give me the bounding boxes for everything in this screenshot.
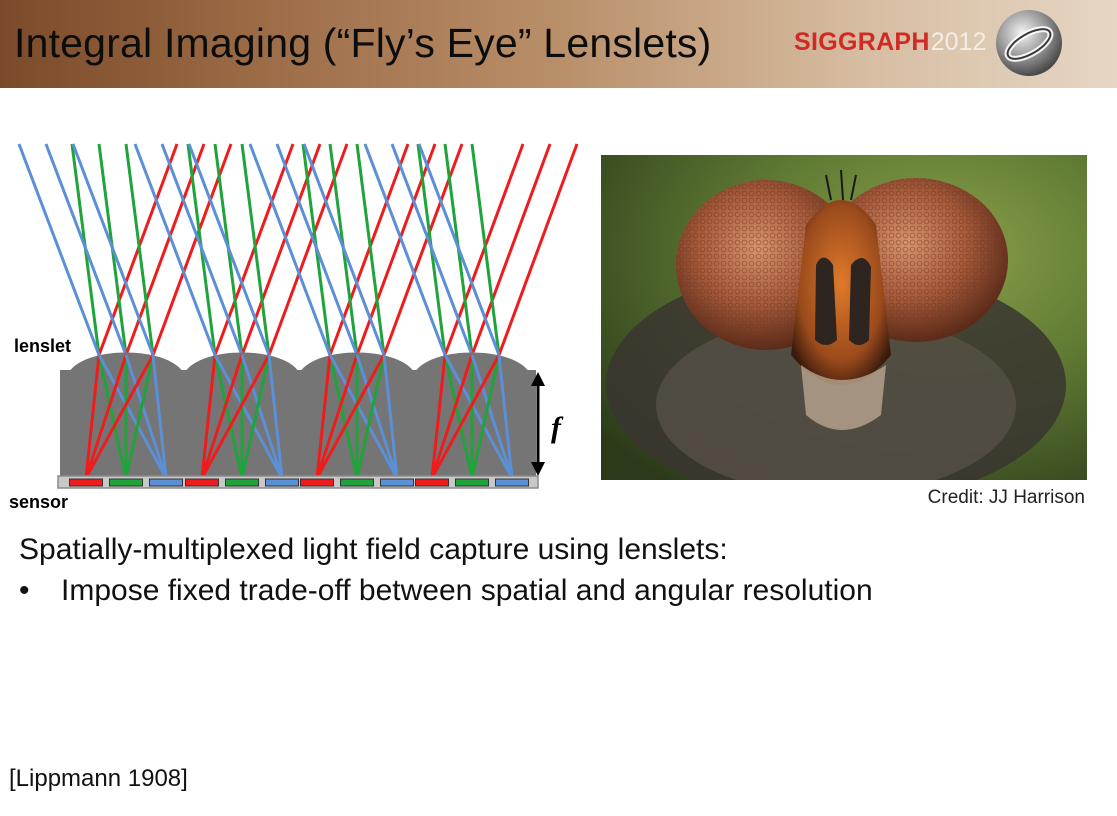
red-ray <box>84 354 128 479</box>
blue-ray <box>328 354 399 479</box>
body-text: Spatially-multiplexed light field captur… <box>19 533 728 566</box>
blue-ray <box>355 354 399 479</box>
blue-ray <box>17 143 101 356</box>
bullet-text: Impose fixed trade-off between spatial a… <box>61 574 873 607</box>
red-ray <box>497 143 579 356</box>
green-ray <box>355 143 386 356</box>
logo-year: 2012 <box>930 28 987 56</box>
blue-ray <box>443 354 514 479</box>
green-pixel <box>340 478 374 487</box>
blue-ray <box>240 354 284 479</box>
blue-pixel <box>495 478 529 487</box>
blue-pixel <box>265 478 299 487</box>
red-pixel <box>300 478 334 487</box>
red-ray <box>200 354 217 479</box>
blue-ray <box>382 354 399 479</box>
blue-ray <box>44 143 128 356</box>
green-ray <box>443 354 474 479</box>
blue-ray <box>267 354 284 479</box>
red-ray <box>430 354 474 479</box>
green-ray <box>97 354 128 479</box>
red-pixel <box>185 478 219 487</box>
blue-ray <box>275 143 359 356</box>
focal-length-label: f <box>551 411 564 444</box>
red-ray <box>430 354 501 479</box>
photo-credit: Credit: JJ Harrison <box>927 487 1085 508</box>
green-ray <box>355 354 386 479</box>
red-pixel <box>415 478 449 487</box>
sensor-array <box>57 475 539 489</box>
fly-eye-photo <box>601 155 1087 480</box>
bullet-marker: • <box>19 574 30 607</box>
blue-ray <box>390 143 474 356</box>
focal-length-arrow <box>531 372 545 476</box>
logo-text: SIGGRAPH <box>794 28 930 56</box>
blue-ray <box>160 143 244 356</box>
green-ray <box>470 143 501 356</box>
green-ray <box>124 143 155 356</box>
blue-ray <box>187 143 271 356</box>
red-ray <box>84 354 101 479</box>
green-pixel <box>109 478 143 487</box>
red-ray <box>430 354 447 479</box>
blue-pixel <box>380 478 414 487</box>
refracted-rays <box>84 354 514 479</box>
blue-ray <box>302 143 386 356</box>
blue-ray <box>133 143 217 356</box>
red-ray <box>200 354 271 479</box>
red-ray <box>315 354 359 479</box>
blue-ray <box>470 354 514 479</box>
blue-ray <box>151 354 168 479</box>
citation: [Lippmann 1908] <box>9 765 188 792</box>
red-ray <box>84 354 155 479</box>
blue-ray <box>248 143 332 356</box>
blue-ray <box>497 354 514 479</box>
green-pixel <box>225 478 259 487</box>
bullet-item: • Impose fixed trade-off between spatial … <box>19 574 873 608</box>
slide-header: Integral Imaging (“Fly’s Eye” Lenslets) … <box>0 0 1117 88</box>
blue-ray <box>71 143 155 356</box>
red-ray <box>200 354 244 479</box>
siggraph-logo: SIGGRAPH2012 <box>794 28 986 62</box>
lenslet-label: lenslet <box>14 336 72 356</box>
green-ray <box>124 354 155 479</box>
red-pixel <box>69 478 103 487</box>
red-ray <box>315 354 386 479</box>
green-ray <box>240 354 271 479</box>
blue-ray <box>363 143 447 356</box>
blue-ray <box>417 143 501 356</box>
green-pixel <box>455 478 489 487</box>
blue-pixel <box>149 478 183 487</box>
sensor-label: sensor <box>9 492 69 512</box>
green-ray <box>328 354 359 479</box>
green-ray <box>470 354 501 479</box>
lenslet-diagram: f <box>17 143 579 489</box>
red-ray <box>315 354 332 479</box>
light-rays <box>17 143 579 356</box>
blue-ray <box>97 354 168 479</box>
green-ray <box>213 354 244 479</box>
lenslet-body <box>60 370 536 478</box>
siggraph-swirl-icon <box>996 10 1062 76</box>
slide-title: Integral Imaging (“Fly’s Eye” Lenslets) <box>14 20 712 66</box>
blue-ray <box>124 354 168 479</box>
blue-ray <box>213 354 284 479</box>
green-ray <box>240 143 271 356</box>
